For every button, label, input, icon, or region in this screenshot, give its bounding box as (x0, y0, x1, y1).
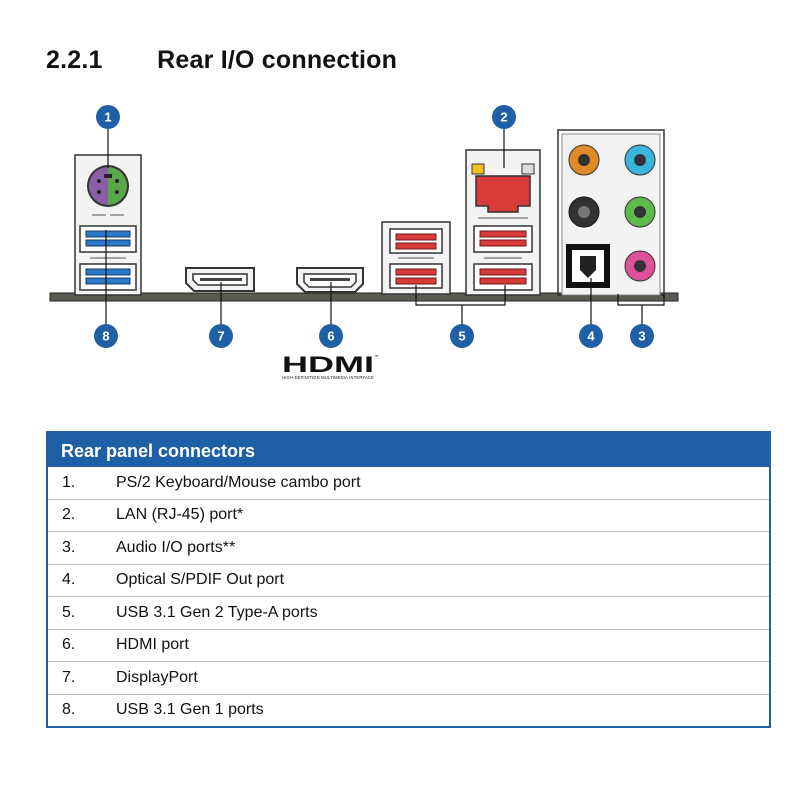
row-index: 2. (47, 499, 116, 532)
svg-text:4: 4 (587, 329, 595, 344)
callout-7: 7 (209, 324, 233, 348)
row-label: DisplayPort (116, 661, 770, 695)
section-heading: 2.2.1 Rear I/O connection (46, 46, 397, 75)
io-shield-baseline (49, 292, 679, 302)
callout-1: 1 (96, 105, 120, 129)
svg-text:7: 7 (217, 329, 224, 344)
svg-text:8: 8 (102, 329, 109, 344)
callout-4: 4 (579, 324, 603, 348)
svg-text:1: 1 (104, 110, 111, 125)
hdmi-connector (296, 267, 364, 293)
row-label: USB 3.1 Gen 2 Type-A ports (116, 596, 770, 630)
callout-8: 8 (94, 324, 118, 348)
displayport-connector (185, 267, 255, 292)
section-number: 2.2.1 (46, 46, 103, 74)
callout-2: 2 (492, 105, 516, 129)
callout-3: 3 (630, 324, 654, 348)
row-label: Audio I/O ports** (116, 531, 770, 565)
table-row: 4.Optical S/PDIF Out port (47, 564, 770, 597)
row-label: Optical S/PDIF Out port (116, 564, 770, 597)
table-row: 2.LAN (RJ-45) port* (47, 499, 770, 532)
hdmi-logo-tm: ™ (374, 354, 378, 359)
lan-usb-stack (465, 149, 541, 296)
table-header: Rear panel connectors (47, 432, 770, 467)
usb-gen2-stack (381, 221, 451, 295)
row-label: HDMI port (116, 629, 770, 662)
table-row: 8. USB 3.1 Gen 1 ports (47, 694, 770, 727)
svg-text:5: 5 (458, 329, 465, 344)
row-index: 5. (47, 596, 116, 630)
table-row: 6.HDMI port (47, 629, 770, 662)
row-index: 8. (62, 701, 76, 719)
leader-lines (105, 127, 665, 325)
hdmi-logo: HDMI ™ HIGH-DEFINITION MULTIMEDIA INTERF… (282, 352, 378, 380)
row-label: LAN (RJ-45) port* (116, 499, 770, 532)
svg-text:3: 3 (638, 329, 645, 344)
callout-6: 6 (319, 324, 343, 348)
table-row: 3.Audio I/O ports** (47, 531, 770, 565)
svg-text:2: 2 (500, 110, 507, 125)
rear-io-diagram: HDMI ™ HIGH-DEFINITION MULTIMEDIA INTERF… (49, 105, 679, 380)
table-row: 1.PS/2 Keyboard/Mouse cambo port (47, 467, 770, 500)
hdmi-logo-text: HDMI (282, 352, 374, 377)
svg-text:6: 6 (327, 329, 334, 344)
audio-panel (557, 129, 665, 296)
row-label: USB 3.1 Gen 1 ports (116, 701, 264, 719)
rear-panel-connectors-table: Rear panel connectors 1.PS/2 Keyboard/Mo… (46, 431, 771, 728)
lan-port (475, 175, 531, 213)
hdmi-logo-tagline: HIGH-DEFINITION MULTIMEDIA INTERFACE (282, 375, 374, 380)
row-index: 3. (47, 531, 116, 565)
row-index: 6. (47, 629, 116, 662)
row-index: 7. (47, 661, 116, 695)
table-row: 7.DisplayPort (47, 661, 770, 695)
callout-5: 5 (450, 324, 474, 348)
row-index: 1. (47, 467, 116, 500)
row-index: 4. (47, 564, 116, 597)
ps2-mouse-half (89, 167, 108, 205)
section-title: Rear I/O connection (157, 46, 398, 74)
row-label: PS/2 Keyboard/Mouse cambo port (116, 467, 770, 500)
table-row: 5.USB 3.1 Gen 2 Type-A ports (47, 596, 770, 630)
optical-spdif-port (580, 256, 596, 278)
ps2-keyboard-half (108, 167, 127, 205)
ps2-usb-stack (74, 154, 142, 296)
